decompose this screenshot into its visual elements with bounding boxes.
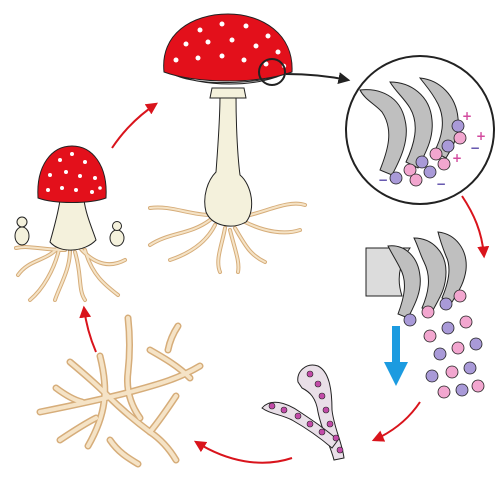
young-cap-spots: [46, 152, 102, 194]
svg-text:−: −: [470, 141, 480, 155]
young-stem: [49, 199, 97, 251]
germinating-spores: [261, 364, 345, 461]
falling-spores: [403, 289, 485, 399]
arrow-young-to-mature: [111, 102, 158, 149]
mature-stem: [204, 94, 253, 227]
mature-cap: [163, 13, 293, 82]
closeup-charge-signs: + + + − − −: [378, 109, 486, 191]
gill-basidia-closeup: + + + − − −: [345, 55, 495, 205]
germinating-nuclei: [268, 370, 344, 454]
young-cap: [37, 145, 107, 203]
young-buds: [14, 216, 125, 247]
svg-text:+: +: [452, 151, 462, 165]
fall-arrow: [384, 326, 408, 386]
arrow-release-to-germination: [371, 401, 421, 442]
spore-release: [365, 231, 485, 399]
svg-text:+: +: [476, 129, 486, 143]
arrow-lens-to-closeup: [285, 72, 351, 85]
cycle-arrows: [79, 72, 490, 464]
young-fruiting-body: [14, 145, 127, 302]
mature-cap-spots: [173, 21, 287, 69]
arrow-closeup-to-release: [461, 195, 490, 259]
gill-lens-circle: [258, 58, 286, 86]
mycelium-network: [36, 314, 204, 468]
closeup-spores: [389, 119, 467, 187]
mature-fruiting-body: [148, 13, 307, 274]
arrow-mycelium-to-young: [79, 305, 97, 353]
svg-text:+: +: [462, 109, 472, 123]
arrow-germination-to-mycelium: [193, 440, 293, 464]
mature-ring: [209, 87, 247, 99]
svg-text:−: −: [378, 173, 388, 187]
svg-text:−: −: [436, 177, 446, 191]
